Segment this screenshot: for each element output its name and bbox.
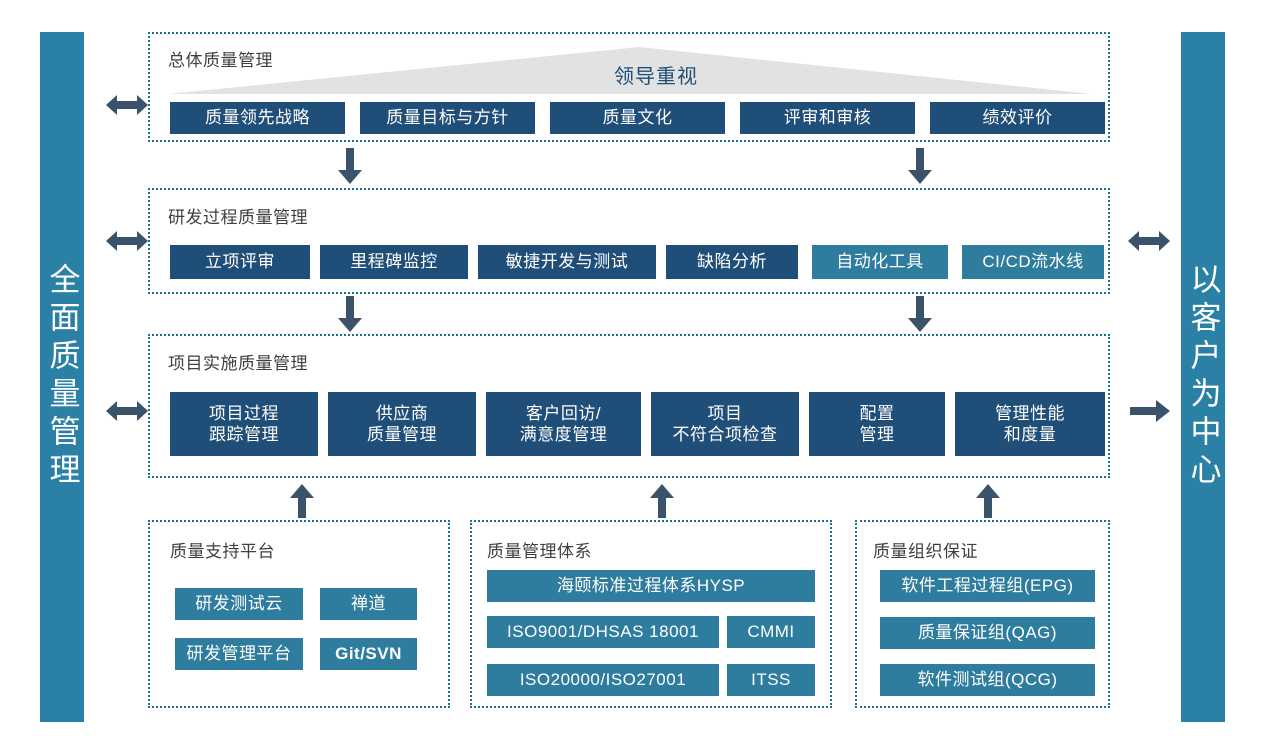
box-quality-leading-strategy[interactable]: 质量领先战略	[170, 102, 345, 134]
box-project-process-tracking[interactable]: 项目过程 跟踪管理	[170, 392, 318, 456]
box-quality-objectives-policy[interactable]: 质量目标与方针	[360, 102, 535, 134]
box-zentao[interactable]: 禅道	[320, 588, 417, 620]
box-iso9001-dhsas18001[interactable]: ISO9001/DHSAS 18001	[487, 616, 719, 648]
section-title-project-implementation: 项目实施质量管理	[168, 354, 308, 373]
right-arrow-project-to-customer	[1130, 398, 1170, 424]
box-iso20000-iso27001[interactable]: ISO20000/ISO27001	[487, 664, 719, 696]
panel-title-quality-management-system: 质量管理体系	[487, 542, 592, 561]
box-project-nonconformity-check[interactable]: 项目 不符合项检查	[651, 392, 799, 456]
section-title-rd-process: 研发过程质量管理	[168, 208, 308, 227]
down-arrow-top-to-middle-right	[907, 148, 933, 184]
box-defect-analysis[interactable]: 缺陷分析	[666, 245, 798, 279]
left-bidirectional-arrow-middle	[106, 228, 148, 254]
panel-title-quality-organization-assurance: 质量组织保证	[873, 542, 978, 561]
box-haiyi-standard-process-hysp[interactable]: 海颐标准过程体系HYSP	[487, 570, 815, 602]
box-agile-dev-and-testing[interactable]: 敏捷开发与测试	[478, 245, 656, 279]
box-rd-testing-cloud[interactable]: 研发测试云	[175, 588, 303, 620]
panel-title-quality-support-platform: 质量支持平台	[170, 542, 275, 561]
box-management-performance-metrics[interactable]: 管理性能 和度量	[955, 392, 1105, 456]
box-project-initiation-review[interactable]: 立项评审	[170, 245, 310, 279]
down-arrow-middle-to-project-left	[337, 296, 363, 332]
box-quality-culture[interactable]: 质量文化	[550, 102, 725, 134]
section-title-overall: 总体质量管理	[168, 51, 273, 70]
down-arrow-top-to-middle-left	[337, 148, 363, 184]
box-quality-assurance-group[interactable]: 质量保证组(QAG)	[880, 617, 1095, 649]
box-cicd-pipeline[interactable]: CI/CD流水线	[962, 245, 1104, 279]
up-arrow-support-platform-to-project	[289, 484, 315, 518]
leadership-emphasis-label: 领导重视	[614, 66, 698, 88]
box-customer-visit-satisfaction[interactable]: 客户回访/ 满意度管理	[486, 392, 641, 456]
down-arrow-middle-to-project-right	[907, 296, 933, 332]
box-automation-tools[interactable]: 自动化工具	[812, 245, 948, 279]
box-supplier-quality-management[interactable]: 供应商 质量管理	[328, 392, 476, 456]
left-pillar-total-quality-management: 全面质量管理	[40, 32, 84, 722]
left-bidirectional-arrow-project	[106, 398, 148, 424]
up-arrow-management-system-to-project	[649, 484, 675, 518]
box-review-and-audit[interactable]: 评审和审核	[740, 102, 915, 134]
box-cmmi[interactable]: CMMI	[727, 616, 815, 648]
box-performance-evaluation[interactable]: 绩效评价	[930, 102, 1105, 134]
box-milestone-monitoring[interactable]: 里程碑监控	[320, 245, 468, 279]
box-rd-management-platform[interactable]: 研发管理平台	[175, 638, 303, 670]
left-bidirectional-arrow-top	[106, 92, 148, 118]
right-pillar-customer-centric: 以客户为中心	[1181, 32, 1225, 722]
up-arrow-organization-assurance-to-project	[975, 484, 1001, 518]
box-git-svn[interactable]: Git/SVN	[320, 638, 417, 670]
box-software-engineering-process-group[interactable]: 软件工程过程组(EPG)	[880, 570, 1095, 602]
right-bidirectional-arrow-middle	[1128, 228, 1170, 254]
box-itss[interactable]: ITSS	[727, 664, 815, 696]
box-software-testing-group[interactable]: 软件测试组(QCG)	[880, 664, 1095, 696]
box-configuration-management[interactable]: 配置 管理	[809, 392, 945, 456]
